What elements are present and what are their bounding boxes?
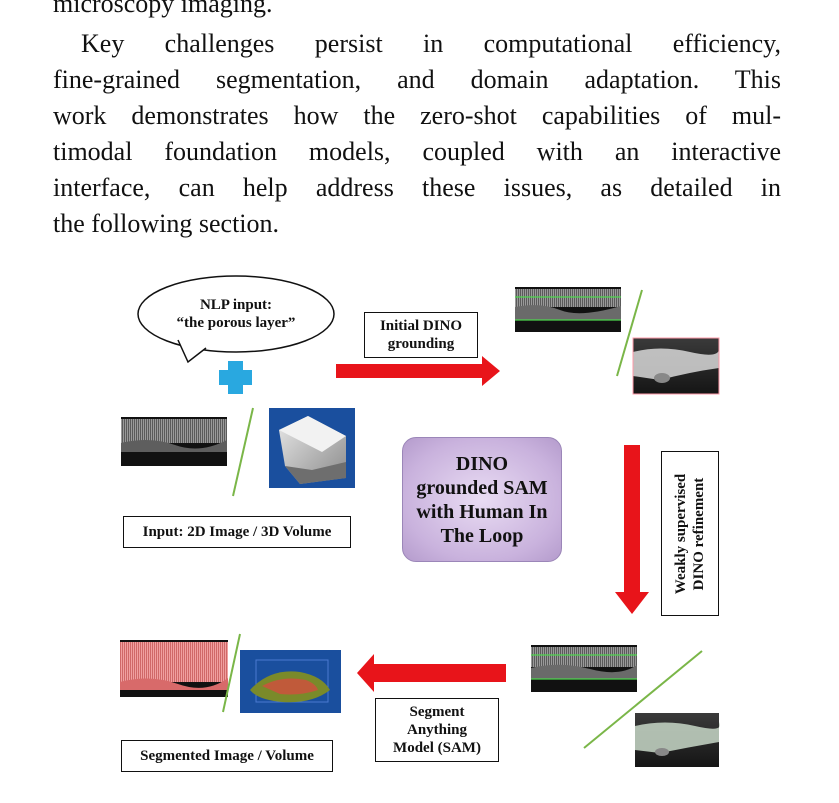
center-line2: grounded SAM: [416, 476, 548, 499]
text-line-3: work demonstrates how the zero-shot capa…: [53, 101, 781, 130]
text-line-6: the following section.: [53, 209, 280, 238]
nlp-input-line2: “the porous layer”: [176, 315, 296, 331]
initial-dino-grounding-box: Initial DINO grounding: [364, 312, 478, 358]
paragraph-main: Key challenges persist in computational …: [53, 26, 781, 242]
sam-box: Segment Anything Model (SAM): [375, 698, 499, 762]
sam-line2: Anything: [406, 722, 468, 738]
segmented-images: [120, 633, 341, 713]
arrow-left-bottom-icon: [357, 654, 506, 692]
nlp-input-label: NLP input: “the porous layer”: [148, 295, 324, 333]
initial-grounding-line1: Initial DINO: [379, 318, 463, 334]
arrow-right-top-icon: [336, 356, 500, 386]
weak-refinement-line2: DINO refinement: [691, 477, 707, 590]
center-line1: DINO: [455, 452, 509, 475]
refinement-output-images: [531, 645, 720, 767]
dino-grounded-sam-box: DINO grounded SAM with Human In The Loop: [402, 437, 562, 562]
input-label-box: Input: 2D Image / 3D Volume: [123, 516, 351, 548]
text-line-2: fine-grained segmentation, and domain ad…: [53, 65, 781, 94]
center-line3: with Human In: [416, 500, 548, 523]
text-line-4: timodal foundation models, coupled with …: [53, 137, 781, 166]
center-line4: The Loop: [440, 524, 524, 547]
nlp-speech-bubble: [137, 275, 335, 364]
grounding-output-images: [515, 287, 720, 395]
initial-grounding-line2: grounding: [387, 336, 455, 352]
paragraph-top-line: microscopy imaging.: [53, 0, 781, 22]
arrow-down-icon: [615, 445, 649, 614]
weak-refinement-box: Weakly supervised DINO refinement: [661, 451, 719, 616]
text-line: microscopy imaging.: [53, 0, 273, 18]
plus-icon: [219, 361, 252, 394]
input-images: [121, 407, 355, 497]
weak-refinement-line1: Weakly supervised: [673, 473, 689, 594]
segmented-label-box: Segmented Image / Volume: [121, 740, 333, 772]
nlp-input-line1: NLP input:: [199, 297, 273, 313]
text-line-1: Key challenges persist in computational …: [81, 29, 781, 58]
text-line-5: interface, can help address these issues…: [53, 173, 781, 202]
sam-line3: Model (SAM): [393, 740, 481, 756]
sam-line1: Segment: [409, 704, 465, 720]
